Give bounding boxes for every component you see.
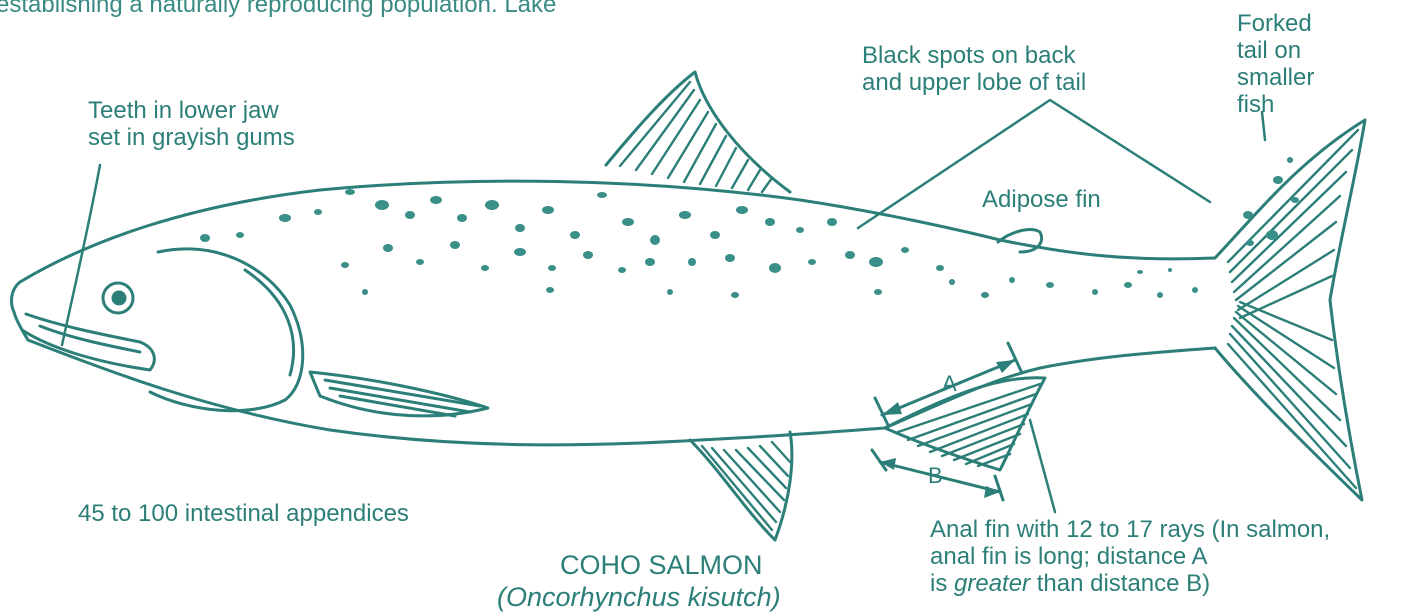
intestinal-appendices-label: 45 to 100 intestinal appendices — [78, 500, 409, 527]
forked-tail-label-line-2: tail on — [1237, 37, 1314, 64]
pupil — [113, 292, 125, 304]
forked-tail-label-line-4: fish — [1237, 91, 1314, 118]
spots-label-line-1: Black spots on back — [862, 42, 1086, 69]
teeth-pointer — [62, 165, 100, 345]
anal-fin-label-line-3: is greater than distance B) — [930, 570, 1330, 597]
species-scientific-name: (Oncorhynchus kisutch) — [497, 582, 781, 612]
forked-tail-label: Forked tail on smaller fish — [1237, 10, 1314, 118]
forked-tail-label-line-3: smaller — [1237, 64, 1314, 91]
species-title: COHO SALMON — [560, 550, 763, 580]
forked-tail-label-line-1: Forked — [1237, 10, 1314, 37]
spots-label: Black spots on back and upper lobe of ta… — [862, 42, 1086, 96]
anal-fin-label-line-3-end: than distance B) — [1030, 570, 1210, 597]
anal-pointer — [1030, 420, 1055, 512]
cut-off-body-text: establishing a naturally reproducing pop… — [0, 0, 556, 18]
anal-fin-label-line-1: Anal fin with 12 to 17 rays (In salmon, — [930, 516, 1330, 543]
gill-inner — [245, 270, 294, 375]
teeth-label-line-2: set in grayish gums — [88, 124, 295, 151]
teeth-label: Teeth in lower jaw set in grayish gums — [88, 97, 295, 151]
spots-label-line-2: and upper lobe of tail — [862, 69, 1086, 96]
adipose-fin-label: Adipose fin — [982, 186, 1101, 213]
anal-fin-label: Anal fin with 12 to 17 rays (In salmon, … — [930, 516, 1330, 597]
anal-fin-label-emphasis: greater — [954, 570, 1030, 597]
gill-cover — [150, 249, 303, 411]
distance-b-label: B — [928, 462, 943, 489]
anal-fin-label-line-3-start: is — [930, 570, 954, 597]
teeth-label-line-1: Teeth in lower jaw — [88, 97, 295, 124]
anal-fin-label-line-2: anal fin is long; distance A — [930, 543, 1330, 570]
dorsal-fin — [606, 72, 790, 192]
distance-a-label: A — [942, 370, 957, 397]
